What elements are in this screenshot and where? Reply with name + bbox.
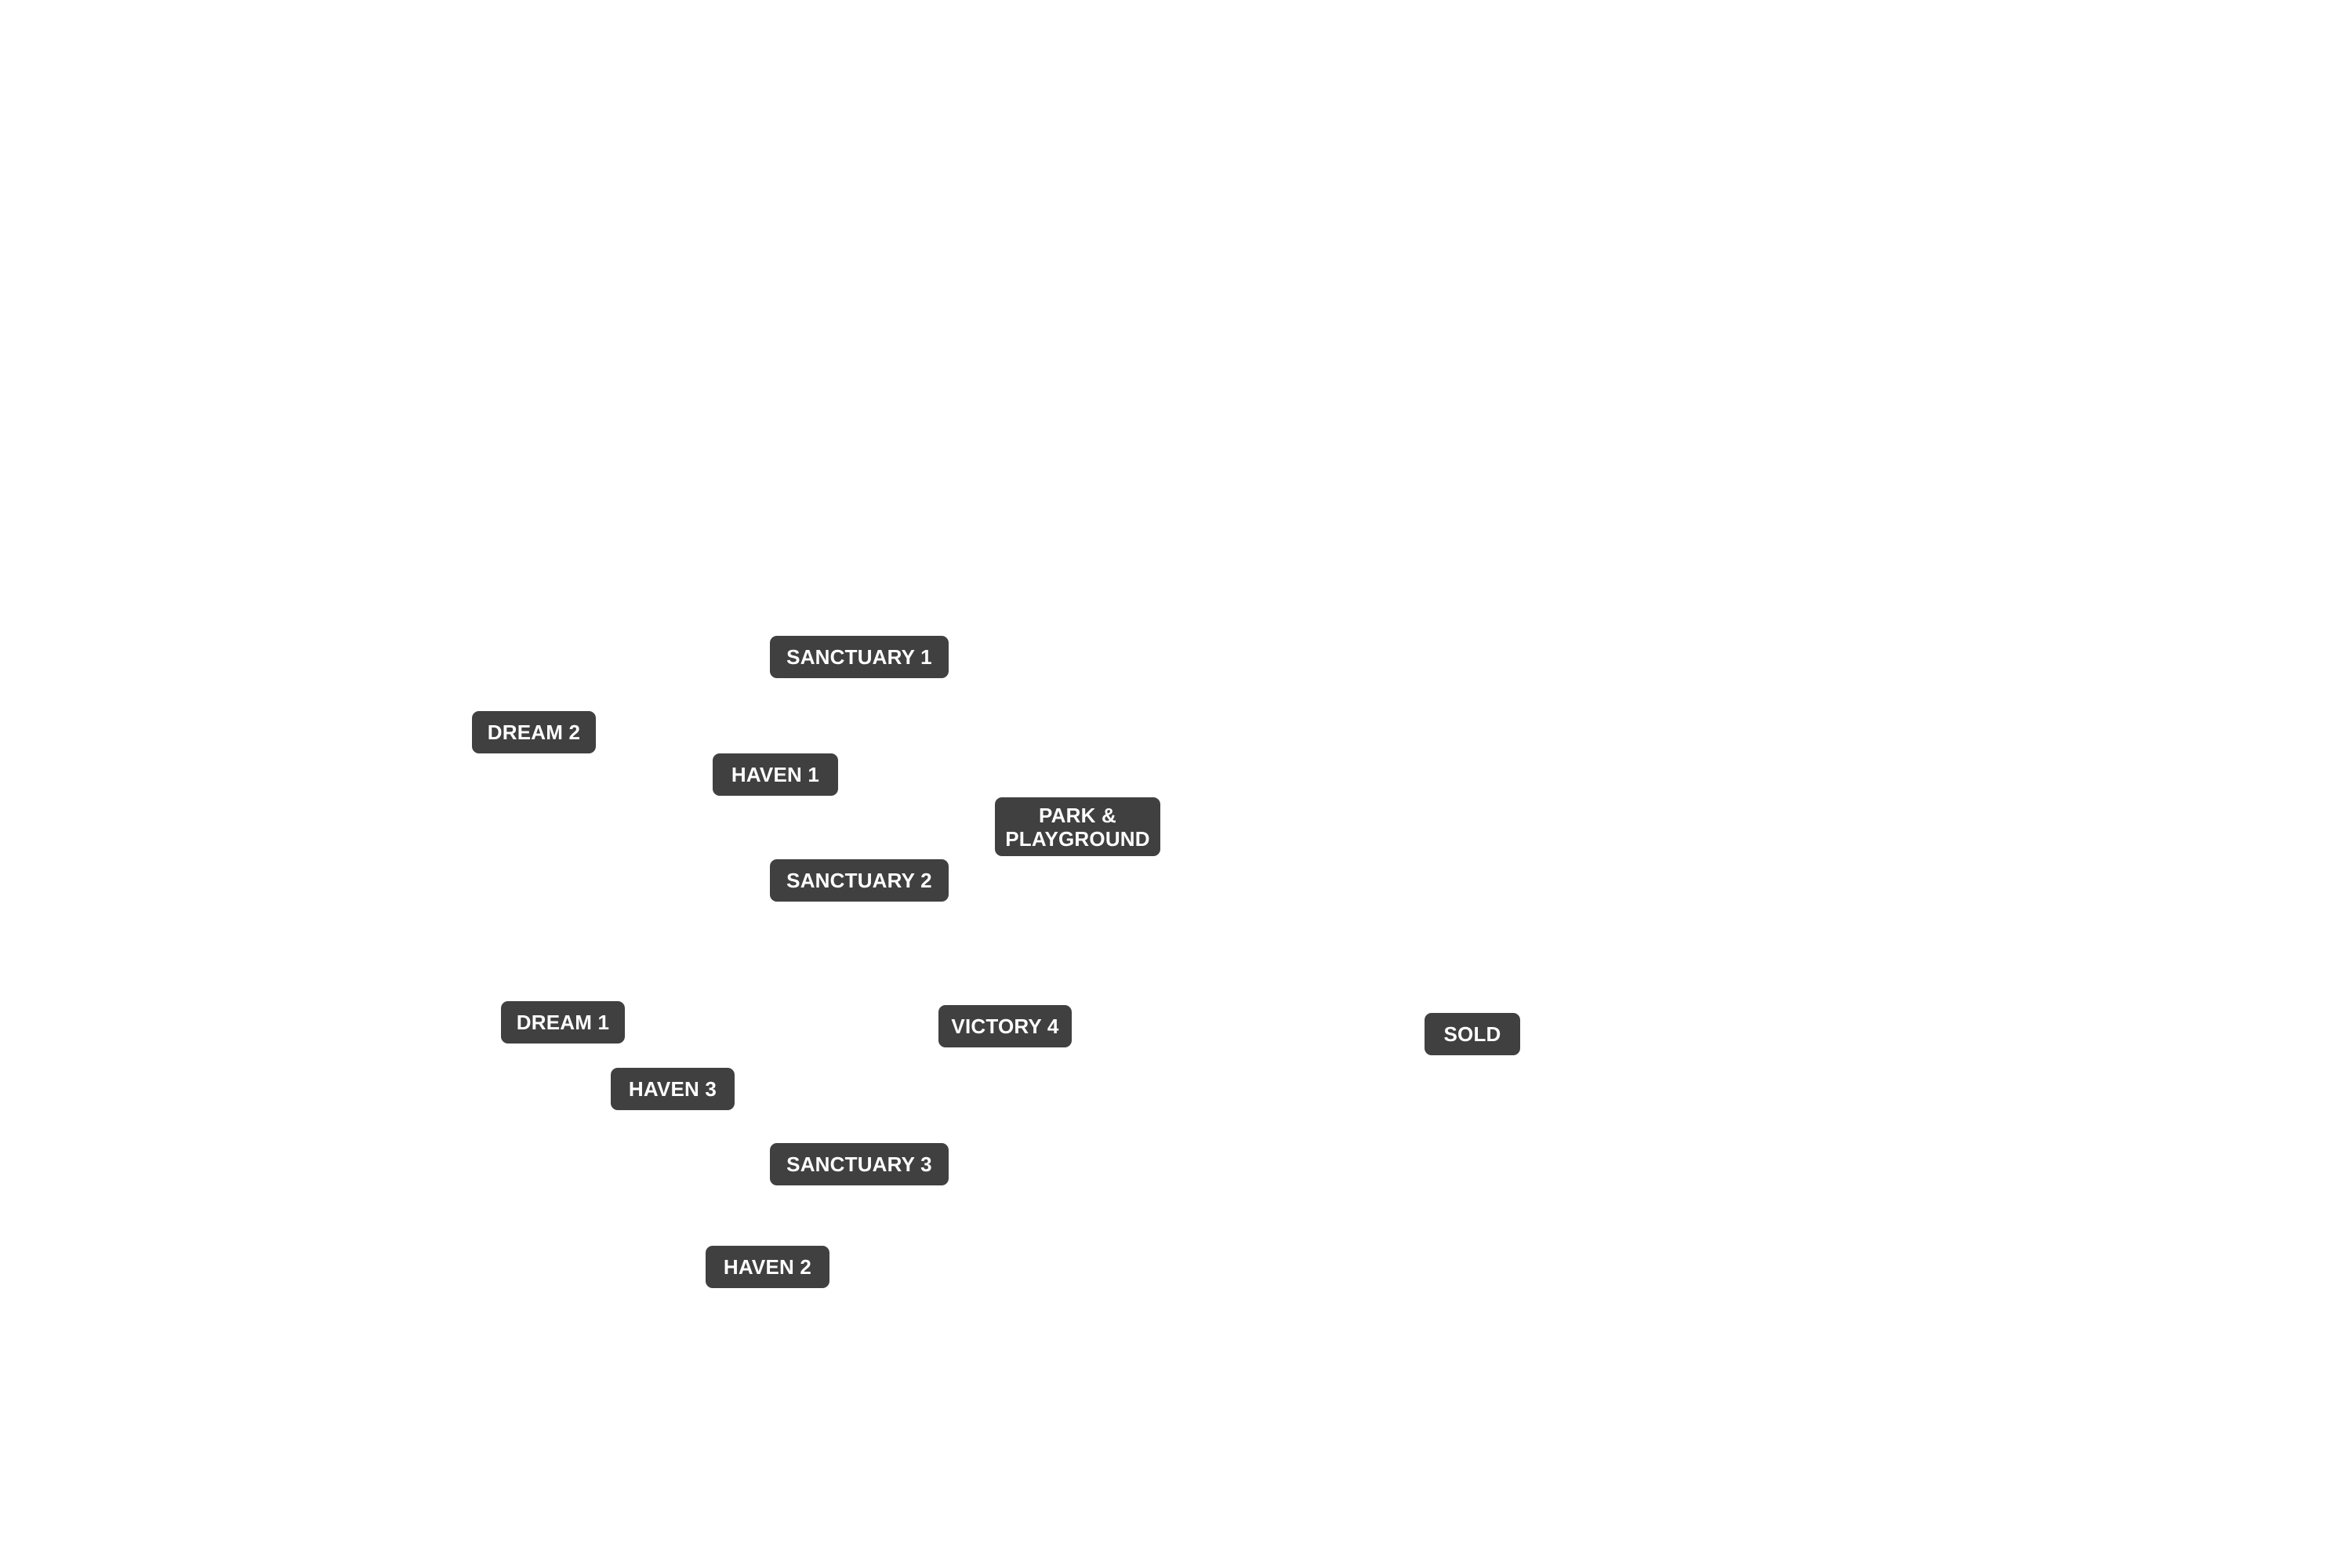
lot-label-sold[interactable]: SOLD	[1425, 1013, 1520, 1055]
lot-label-dream-1[interactable]: DREAM 1	[501, 1001, 625, 1044]
lot-label-haven-1[interactable]: HAVEN 1	[713, 753, 838, 796]
lot-label-dream-2[interactable]: DREAM 2	[472, 711, 596, 753]
lot-label-sanctuary-2[interactable]: SANCTUARY 2	[770, 859, 949, 902]
lot-label-haven-2[interactable]: HAVEN 2	[706, 1246, 829, 1288]
lot-label-sanctuary-3[interactable]: SANCTUARY 3	[770, 1143, 949, 1185]
lot-label-sanctuary-1[interactable]: SANCTUARY 1	[770, 636, 949, 678]
amenity-label-park-playground[interactable]: PARK & PLAYGROUND	[995, 797, 1160, 856]
lot-label-haven-3[interactable]: HAVEN 3	[611, 1068, 735, 1110]
lot-label-victory-4[interactable]: VICTORY 4	[938, 1005, 1072, 1047]
